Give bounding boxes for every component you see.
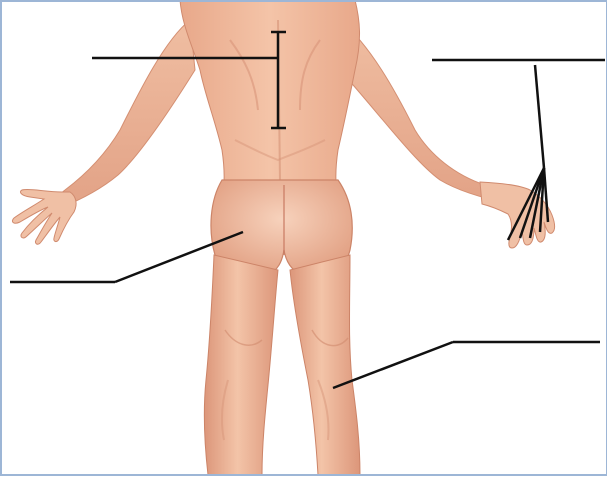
right-leg <box>290 255 360 475</box>
right-arm <box>340 20 520 205</box>
torso <box>180 0 360 200</box>
left-leg <box>204 255 278 475</box>
left-hand <box>12 189 76 244</box>
left-arm <box>55 20 195 208</box>
